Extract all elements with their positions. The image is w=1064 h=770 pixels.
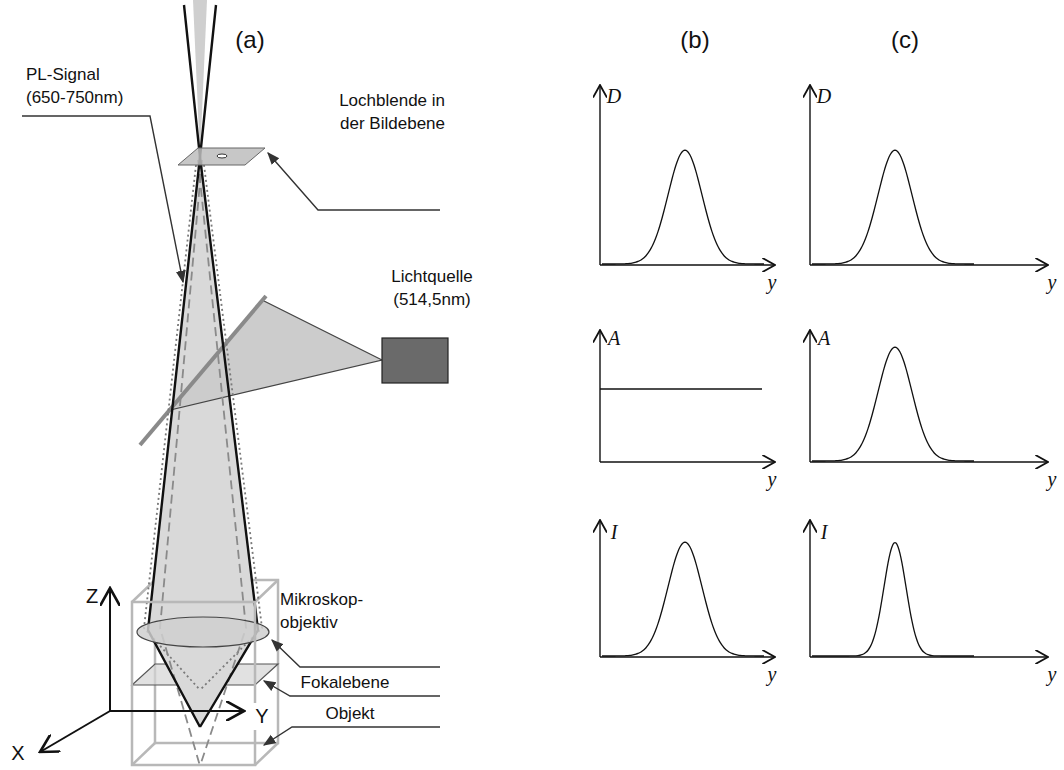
- axis-label: y: [768, 269, 777, 296]
- part-name: Lichtquelle (514,5nm): [380, 266, 484, 312]
- plot-axis: [599, 330, 600, 462]
- plot-axis: [809, 520, 810, 657]
- signal-name: PL-Signal (650-750nm): [26, 64, 138, 110]
- axis-label: A: [608, 325, 620, 352]
- plot-axis: [809, 330, 810, 462]
- profile-curve: [812, 347, 974, 461]
- plot-axis: [809, 85, 810, 265]
- leader-lines: [22, 116, 440, 745]
- profile-plots: [600, 85, 1048, 657]
- profile-curve: [602, 542, 764, 656]
- axis-label: y: [1048, 269, 1057, 296]
- plot-axis: [810, 264, 1048, 265]
- axis-label: y: [1048, 466, 1057, 493]
- panel-label: (b): [680, 24, 709, 56]
- plot-axis: [810, 461, 1048, 462]
- part-name: Lochblende in der Bildebene: [315, 90, 445, 136]
- top-beam: [193, 0, 207, 157]
- profile-curve: [600, 388, 762, 389]
- object-cube-front: [132, 602, 255, 765]
- axis-label: X: [11, 740, 24, 767]
- axis-label: I: [821, 519, 828, 546]
- axis-label: A: [818, 325, 830, 352]
- profile-curve: [812, 543, 974, 656]
- axis-label: Y: [253, 703, 270, 730]
- axis-label: Z: [86, 583, 98, 610]
- profile-curve: [812, 150, 974, 264]
- part-name: Fokalebene: [301, 672, 390, 695]
- part-name: Mikroskop- objektiv: [280, 589, 384, 635]
- pinhole: [217, 154, 227, 158]
- axis-label: y: [768, 661, 777, 688]
- panel-label: (a): [235, 24, 264, 56]
- axis-label: D: [817, 83, 831, 110]
- axis-label: y: [1048, 661, 1057, 688]
- panel-label: (c): [891, 24, 919, 56]
- plot-axis: [600, 461, 775, 462]
- part-name: Objekt: [325, 703, 374, 726]
- beam-splitter: [140, 296, 266, 445]
- light-source: [382, 338, 448, 383]
- axis-label: D: [607, 83, 621, 110]
- profile-curve: [602, 150, 764, 264]
- axis-label: y: [768, 466, 777, 493]
- source-beam: [170, 300, 382, 410]
- axis-label: I: [611, 519, 618, 546]
- plot-axis: [599, 85, 600, 265]
- pinhole-plate: [178, 148, 265, 165]
- objective-lens: [137, 617, 269, 647]
- plot-axis: [599, 520, 600, 657]
- coordinate-axes: [40, 588, 244, 752]
